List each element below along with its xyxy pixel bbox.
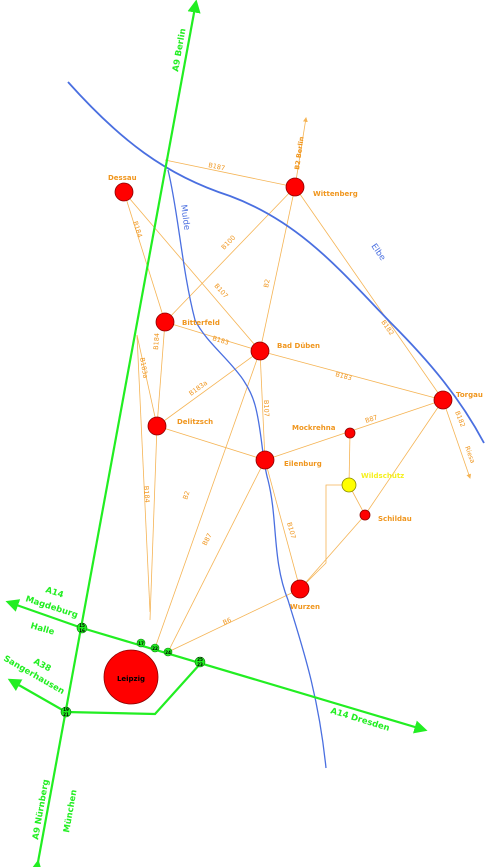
- label-delitzsch: Delitzsch: [177, 418, 213, 426]
- label-b107-north: B107: [213, 282, 230, 300]
- exit-marker-15-16: [76, 622, 88, 634]
- exit-19: 19: [63, 707, 69, 712]
- exit-marker-24: [163, 647, 173, 657]
- town-marker-wittenberg: [285, 177, 305, 197]
- autobahn-a38: [65, 663, 201, 716]
- town-marker-bad-dueben: [250, 341, 270, 361]
- river-elbe: [67, 81, 485, 444]
- label-elbe: Elbe: [369, 242, 388, 263]
- label-wurzen: Wurzen: [290, 603, 320, 611]
- label-b2-berlin: B2 Berlin: [293, 136, 306, 171]
- road-wittenberg-torgau: [294, 186, 444, 401]
- road-b2-north: [259, 186, 296, 352]
- road-b107-north: [123, 191, 261, 352]
- exit-24: 24: [165, 650, 171, 655]
- label-b184-south: B184: [142, 486, 151, 503]
- town-marker-wurzen: [290, 579, 310, 599]
- label-b187: B187: [208, 161, 226, 172]
- label-wildschuetz: Wildschütz: [361, 472, 404, 480]
- label-b183-east: B183: [334, 370, 352, 382]
- exit-15: 15: [79, 623, 85, 628]
- label-a9-berlin: A9 Berlin: [171, 28, 188, 73]
- road-b2-south: [154, 350, 261, 649]
- label-b182-riesa: B182: [453, 410, 467, 429]
- label-b183-west: B183: [211, 334, 229, 347]
- road-schildau-wurzen: [299, 514, 366, 590]
- exit-marker-19-21: [60, 706, 72, 718]
- label-b184-mid: B184: [152, 333, 161, 350]
- label-bitterfeld: Bitterfeld: [182, 319, 220, 327]
- autobahn-a38-west: [7, 678, 67, 713]
- town-marker-wildschuetz: [341, 477, 357, 493]
- road-b2-berlin: [294, 117, 308, 188]
- label-leipzig: Leipzig: [117, 675, 145, 683]
- road-torgau-schildau: [364, 399, 444, 516]
- exit-marker-22: [150, 643, 160, 653]
- town-marker-delitzsch: [147, 416, 167, 436]
- label-b183a-diag: B183a: [187, 379, 209, 398]
- autobahn-labels: A9 Berlin A14 Magdeburg Halle A38 Sanger…: [2, 28, 391, 841]
- road-b6: [167, 588, 301, 653]
- road-b183a-diag: [156, 350, 261, 427]
- town-marker-mockrehna: [344, 427, 356, 439]
- autobahns: [5, 0, 428, 867]
- towns: [103, 177, 453, 705]
- label-dessau: Dessau: [108, 174, 137, 182]
- road-b87-south: [167, 459, 266, 653]
- exit-16: 16: [79, 628, 85, 633]
- label-torgau: Torgau: [456, 391, 483, 399]
- label-b87-south: B87: [201, 532, 214, 547]
- label-b107-mid: B107: [262, 400, 271, 417]
- road-b107-mid: [259, 350, 266, 461]
- federal-roads: [123, 117, 472, 653]
- road-b184-dessau: [123, 191, 166, 323]
- road-b184-south-2: [149, 425, 158, 621]
- road-b183-east: [259, 350, 444, 401]
- road-b107-south: [264, 459, 301, 590]
- autobahn-exits: 15 16 17 22 24 25 23 19 21: [60, 622, 206, 718]
- label-mulde: Mulde: [178, 204, 191, 231]
- town-marker-schildau: [359, 509, 371, 521]
- exit-marker-17: [136, 638, 146, 648]
- label-halle: Halle: [29, 621, 55, 637]
- label-mockrehna: Mockrehna: [292, 424, 336, 432]
- river-mulde: [167, 169, 327, 769]
- label-b2-north: B2: [262, 278, 272, 288]
- label-b182: B182: [379, 319, 395, 337]
- town-marker-leipzig: [103, 649, 159, 705]
- label-wittenberg: Wittenberg: [313, 190, 358, 198]
- exit-23: 23: [197, 662, 203, 667]
- exit-21: 21: [63, 712, 69, 717]
- label-b184-dessau: B184: [131, 220, 144, 239]
- road-b182-riesa: [442, 399, 472, 479]
- road-b87-delitzsch: [156, 425, 266, 461]
- label-b183a-vertical: B183a: [138, 357, 150, 379]
- label-a9-muenchen: München: [62, 789, 79, 834]
- label-b100: B100: [220, 234, 237, 252]
- exit-22: 22: [152, 646, 158, 651]
- town-marker-dessau: [114, 182, 134, 202]
- label-b107-south: B107: [285, 521, 297, 539]
- town-marker-eilenburg: [255, 450, 275, 470]
- label-schildau: Schildau: [378, 515, 412, 523]
- road-wildschuetz-west: [299, 484, 349, 590]
- road-b187: [164, 159, 296, 188]
- exit-25: 25: [197, 657, 203, 662]
- exit-marker-25-23: [194, 656, 206, 668]
- town-labels: Dessau Wittenberg Bitterfeld Bad Düben T…: [108, 174, 483, 683]
- town-marker-torgau: [433, 390, 453, 410]
- town-marker-bitterfeld: [155, 312, 175, 332]
- label-b87-east: B87: [364, 413, 379, 425]
- autobahn-a14-magdeburg: [5, 599, 83, 630]
- label-riesa: Riesa: [463, 445, 477, 464]
- road-mockrehna-wildschuetz: [348, 432, 351, 486]
- label-eilenburg: Eilenburg: [284, 460, 322, 468]
- label-b6: B6: [222, 616, 233, 627]
- autobahn-a9: [29, 0, 201, 867]
- label-b2-south: B2: [181, 490, 191, 501]
- label-bad-dueben: Bad Düben: [277, 342, 320, 350]
- label-a14-magdeburg-ref: A14: [44, 585, 65, 600]
- exit-17: 17: [138, 641, 144, 646]
